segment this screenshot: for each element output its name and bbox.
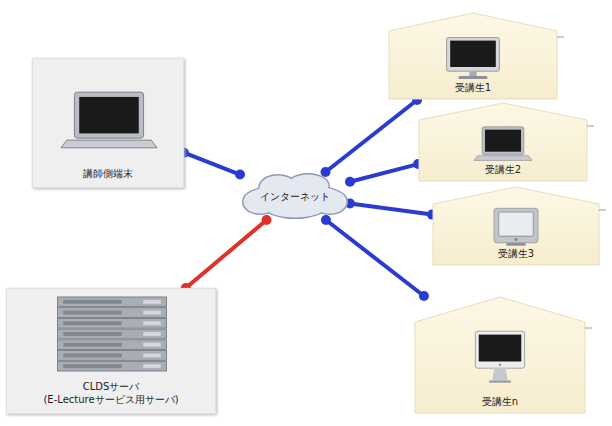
node-label: 受講生1 — [455, 81, 491, 94]
link-line — [186, 220, 267, 288]
network-link — [321, 95, 423, 177]
network-link — [179, 148, 245, 180]
student-house: 受講生1 — [388, 12, 558, 100]
node-label: 受講生n — [482, 395, 518, 408]
link-line — [184, 153, 240, 175]
link-line — [350, 203, 432, 214]
network-link — [345, 159, 423, 187]
node-label: (E-Lectureサービス用サーバ) — [43, 393, 178, 406]
link-dot — [321, 167, 331, 177]
internet-cloud: インターネット — [240, 172, 350, 220]
server-panel: CLDSサーバ(E-Lectureサービス用サーバ) — [6, 288, 216, 414]
link-dot — [262, 215, 272, 225]
desktop-icon — [443, 36, 503, 80]
node-label: 受講生2 — [485, 163, 521, 176]
student-house: 受講生n — [414, 296, 586, 414]
server-icon — [52, 295, 172, 373]
imac-icon — [472, 328, 528, 386]
network-link — [321, 215, 429, 301]
node-label: CLDSサーバ — [83, 380, 140, 393]
link-line — [326, 220, 424, 296]
link-dot — [235, 170, 245, 180]
laptop-icon — [61, 77, 157, 161]
student-house: 受講生3 — [432, 186, 600, 266]
link-dot — [321, 215, 331, 225]
teacher-terminal: 講師側端末 — [32, 58, 184, 188]
link-dot — [419, 291, 429, 301]
cloud-label: インターネット — [260, 190, 330, 203]
laptop-icon — [474, 122, 532, 164]
network-link — [181, 215, 272, 293]
network-link — [345, 198, 437, 219]
link-line — [350, 164, 418, 182]
node-label: 受講生3 — [498, 247, 534, 260]
node-label: 講師側端末 — [83, 167, 133, 180]
student-house: 受講生2 — [418, 102, 588, 182]
link-dot — [345, 177, 355, 187]
link-line — [326, 100, 418, 172]
tv-icon — [492, 206, 540, 248]
